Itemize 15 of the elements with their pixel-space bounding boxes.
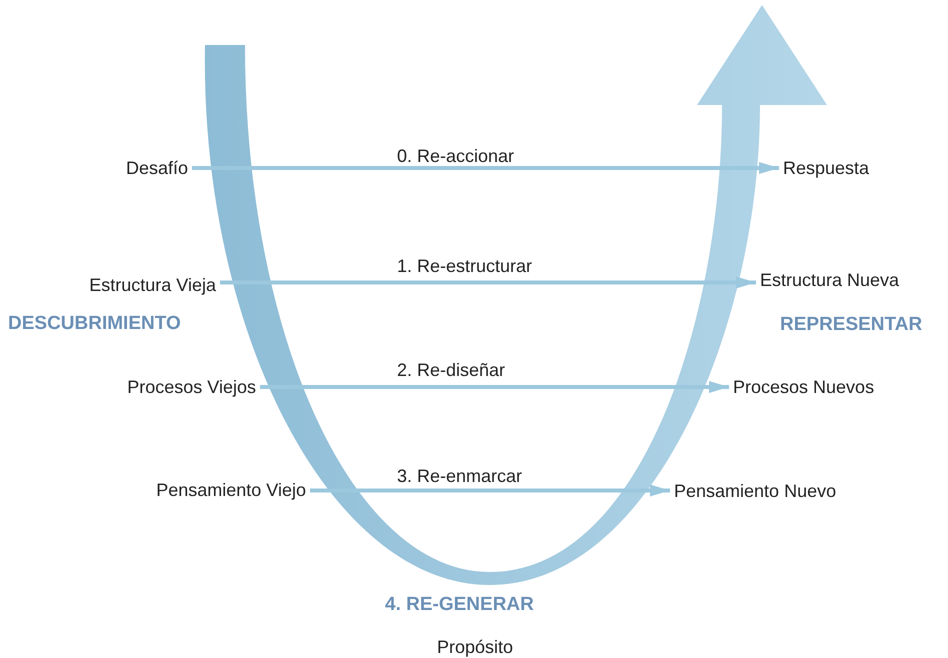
arrow [310,484,670,496]
stage-label: Pensamiento Nuevo [674,480,836,502]
phase-label: REPRESENTAR [780,314,922,336]
phase-label: 4. RE-GENERAR [385,594,534,616]
stage-label: Estructura Nueva [760,269,900,291]
stage-label: Procesos Viejos [127,376,256,398]
stage-label: Respuesta [783,157,870,179]
stage-label: Procesos Nuevos [733,376,874,398]
footer-label: Propósito [437,636,514,658]
phase-label: DESCUBRIMIENTO [8,313,181,335]
stage-label: Desafío [126,157,188,179]
stage-label: Estructura Vieja [89,274,216,296]
stage-label: Pensamiento Viejo [156,479,306,501]
arrow [260,381,729,393]
arrow [220,276,756,288]
